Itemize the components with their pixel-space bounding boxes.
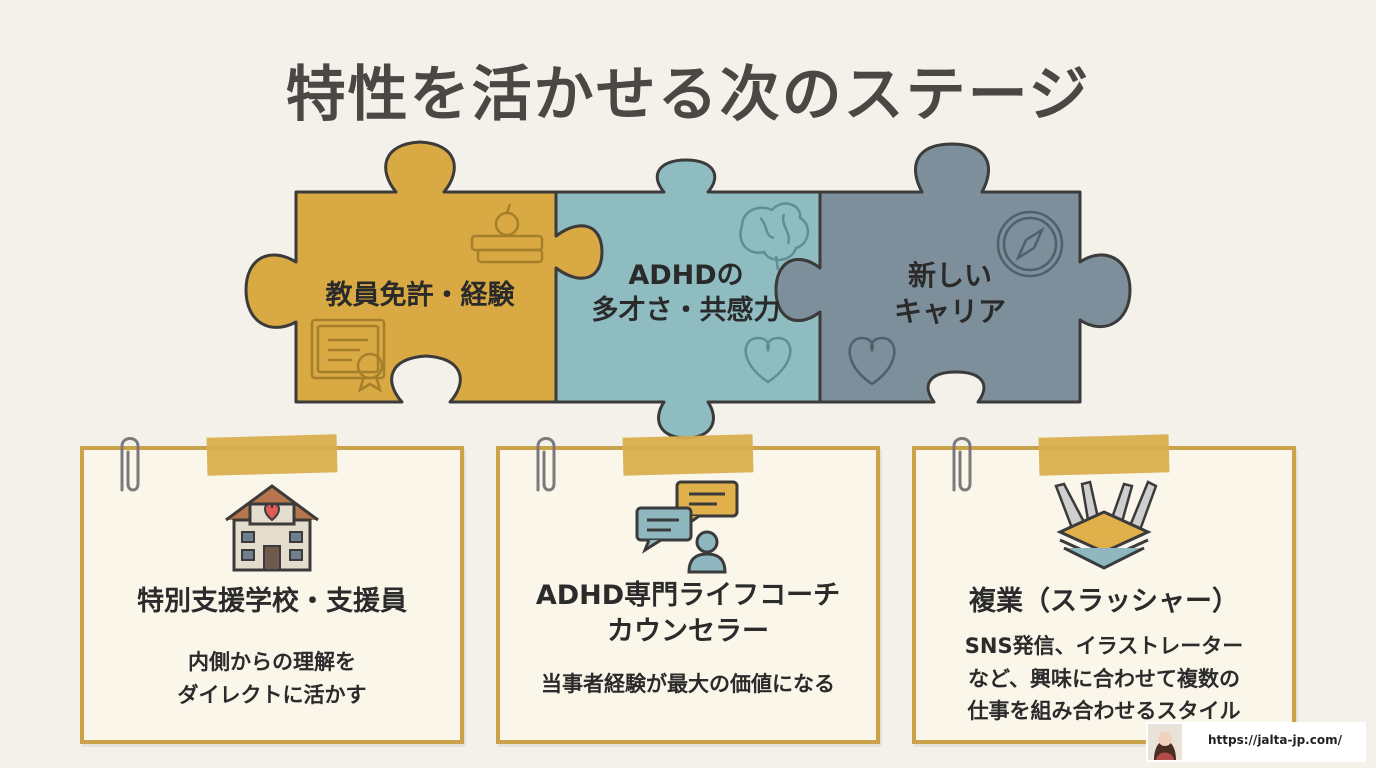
card-description: SNS発信、イラストレーター など、興味に合わせて複数の 仕事を組み合わせるスタ…	[916, 630, 1292, 728]
piece-label-teaching: 教員免許・経験	[290, 278, 550, 313]
piece-line: ADHDの	[628, 260, 744, 291]
tape-decoration	[622, 434, 754, 476]
avatar	[1148, 724, 1182, 760]
card-desc-line: 内側からの理解を	[188, 650, 356, 674]
piece-label-adhd: ADHDの 多才さ・共感力	[566, 258, 806, 328]
multitool-icon	[1054, 480, 1158, 570]
paperclip-icon	[120, 437, 140, 492]
heart-outline-icon	[744, 336, 792, 384]
school-heart-icon	[225, 484, 319, 572]
card-description: 当事者経験が最大の価値になる	[500, 668, 876, 701]
card-title-line: 複業（スラッシャー）	[969, 586, 1239, 617]
paperclip-icon	[952, 437, 972, 492]
card-desc-line: など、興味に合わせて複数の	[968, 666, 1240, 691]
card-title: ADHD専門ライフコーチ カウンセラー	[500, 578, 876, 651]
piece-line: 多才さ・共感力	[591, 295, 781, 327]
piece-line: キャリア	[893, 295, 1006, 329]
piece-line: 教員免許・経験	[325, 280, 515, 311]
certificate-icon	[310, 318, 386, 393]
card-title: 特別支援学校・支援員	[84, 584, 460, 620]
page-title: 特性を活かせる次のステージ	[285, 60, 1091, 130]
card-special-support: 特別支援学校・支援員 内側からの理解を ダイレクトに活かす	[80, 434, 464, 744]
tape-decoration	[206, 434, 338, 476]
compass-icon	[996, 210, 1064, 278]
footer-watermark: https://jalta-jp.com/	[1146, 722, 1366, 762]
card-desc-line: 当事者経験が最大の価値になる	[541, 672, 835, 696]
footer-url-link[interactable]: https://jalta-jp.com/	[1208, 733, 1342, 747]
card-desc-line: ダイレクトに活かす	[177, 682, 367, 707]
card-title-line: ADHD専門ライフコーチ	[535, 580, 841, 611]
tape-decoration	[1038, 434, 1170, 476]
card-life-coach: ADHD専門ライフコーチ カウンセラー 当事者経験が最大の価値になる	[496, 434, 880, 744]
piece-line: 新しい	[907, 259, 992, 292]
card-desc-line: 仕事を組み合わせるスタイル	[967, 699, 1241, 724]
card-title-line: カウンセラー	[607, 616, 769, 648]
heart-outline-icon-2	[848, 336, 896, 386]
card-title: 複業（スラッシャー）	[916, 584, 1292, 620]
paperclip-icon	[536, 437, 556, 492]
books-apple-icon	[470, 203, 544, 264]
puzzle-piece-teaching	[244, 140, 604, 404]
card-multi-job: 複業（スラッシャー） SNS発信、イラストレーター など、興味に合わせて複数の …	[912, 434, 1296, 744]
card-desc-line: SNS発信、イラストレーター	[964, 634, 1244, 658]
card-title-line: 特別支援学校・支援員	[137, 586, 407, 617]
counselor-chat-icon	[635, 480, 739, 574]
piece-label-career: 新しい キャリア	[860, 258, 1040, 331]
card-description: 内側からの理解を ダイレクトに活かす	[84, 646, 460, 711]
brain-icon	[739, 202, 809, 271]
